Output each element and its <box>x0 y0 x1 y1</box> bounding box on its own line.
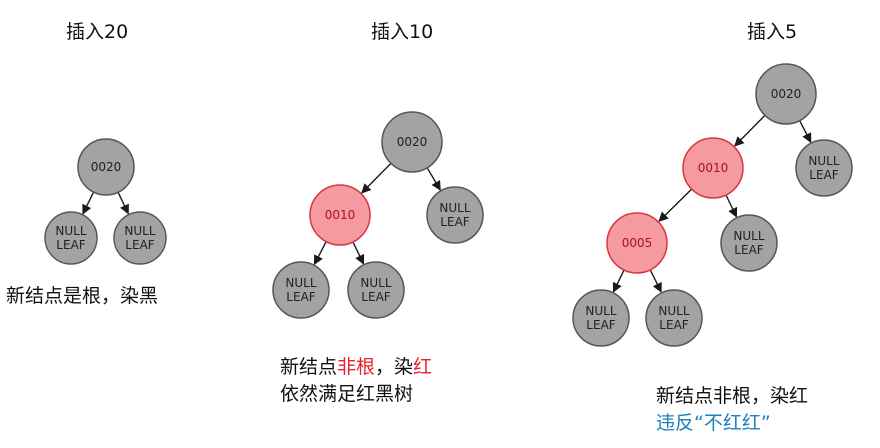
tree-node-0010: 0010 <box>682 137 744 199</box>
node-label: NULL <box>585 304 616 318</box>
node-label: NULL <box>808 154 839 168</box>
node-circle <box>682 137 744 199</box>
note-text: 新结点非根，染红 <box>656 385 809 407</box>
tree-edge-arrow <box>612 269 625 293</box>
tree-edge-arrow <box>352 241 365 265</box>
node-label: 0005 <box>622 236 653 250</box>
node-label: NULL <box>733 229 764 243</box>
node-label: LEAF <box>809 168 838 182</box>
node-label: LEAF <box>440 215 469 229</box>
note-text: 新结点 <box>280 356 338 378</box>
note-highlight-non-root: 非根 <box>337 356 376 378</box>
tree-node-0010: 0010 <box>309 184 371 246</box>
panel-2-note-line-2: 依然满足红黑树 <box>280 382 413 406</box>
node-label: NULL <box>658 304 689 318</box>
node-label: LEAF <box>286 290 315 304</box>
tree-edge-arrow <box>799 120 812 144</box>
node-label: NULL <box>55 224 86 238</box>
tree-node-0020: 0020 <box>77 138 135 196</box>
tree-edge-arrow <box>361 162 392 194</box>
panel-1-note: 新结点是根，染黑 <box>6 284 158 308</box>
note-text: ，染 <box>375 356 414 378</box>
node-label: NULL <box>360 276 391 290</box>
node-label: 0020 <box>91 160 122 174</box>
panel-2-title: 插入10 <box>371 21 434 43</box>
tree-edge-arrow <box>658 188 693 222</box>
node-circle <box>77 138 135 196</box>
panel-3-note-line-2: 违反“不红红” <box>656 411 771 435</box>
node-circle <box>720 214 778 272</box>
panel-3-note-line-1: 新结点非根，染红 <box>656 384 808 408</box>
node-label: LEAF <box>125 238 154 252</box>
tree-edge-arrow <box>313 241 327 266</box>
panel-1-title: 插入20 <box>66 21 129 43</box>
panel-1-note-text: 新结点是根，染黑 <box>6 285 159 307</box>
node-circle <box>795 139 853 197</box>
node-label: LEAF <box>586 318 615 332</box>
node-label: LEAF <box>659 318 688 332</box>
node-label: LEAF <box>734 243 763 257</box>
tree-edge-arrow <box>649 269 662 293</box>
tree-node-0005: 0005 <box>606 212 668 274</box>
panel-3-title: 插入5 <box>747 21 798 43</box>
node-label: 0010 <box>698 161 729 175</box>
node-circle <box>381 111 443 173</box>
node-circle <box>426 186 484 244</box>
note-highlight-red: 红 <box>413 356 433 378</box>
note-text: 依然满足红黑树 <box>280 383 414 405</box>
node-circle <box>347 261 405 319</box>
node-circle <box>572 289 630 347</box>
node-circle <box>645 289 703 347</box>
node-circle <box>309 184 371 246</box>
tree-node-0020: 0020 <box>755 63 817 125</box>
node-label: LEAF <box>361 290 390 304</box>
note-violation-text: 违反“不红红” <box>656 412 771 434</box>
tree-edge-arrow <box>117 191 129 215</box>
tree-edge-arrow <box>82 191 95 215</box>
panel-2-note-line-1: 新结点非根，染红 <box>280 355 432 379</box>
node-label: NULL <box>124 224 155 238</box>
node-label: 0020 <box>771 87 802 101</box>
tree-edge-arrow <box>426 167 441 191</box>
tree-edge-arrow <box>725 194 738 218</box>
node-circle <box>44 211 98 265</box>
node-label: LEAF <box>56 238 85 252</box>
node-circle <box>272 261 330 319</box>
node-label: 0010 <box>325 208 356 222</box>
node-circle <box>606 212 668 274</box>
node-label: NULL <box>285 276 316 290</box>
node-label: 0020 <box>397 135 428 149</box>
node-circle <box>755 63 817 125</box>
tree-edge-arrow <box>734 114 766 147</box>
node-circle <box>113 211 167 265</box>
node-label: NULL <box>439 201 470 215</box>
tree-node-0020: 0020 <box>381 111 443 173</box>
